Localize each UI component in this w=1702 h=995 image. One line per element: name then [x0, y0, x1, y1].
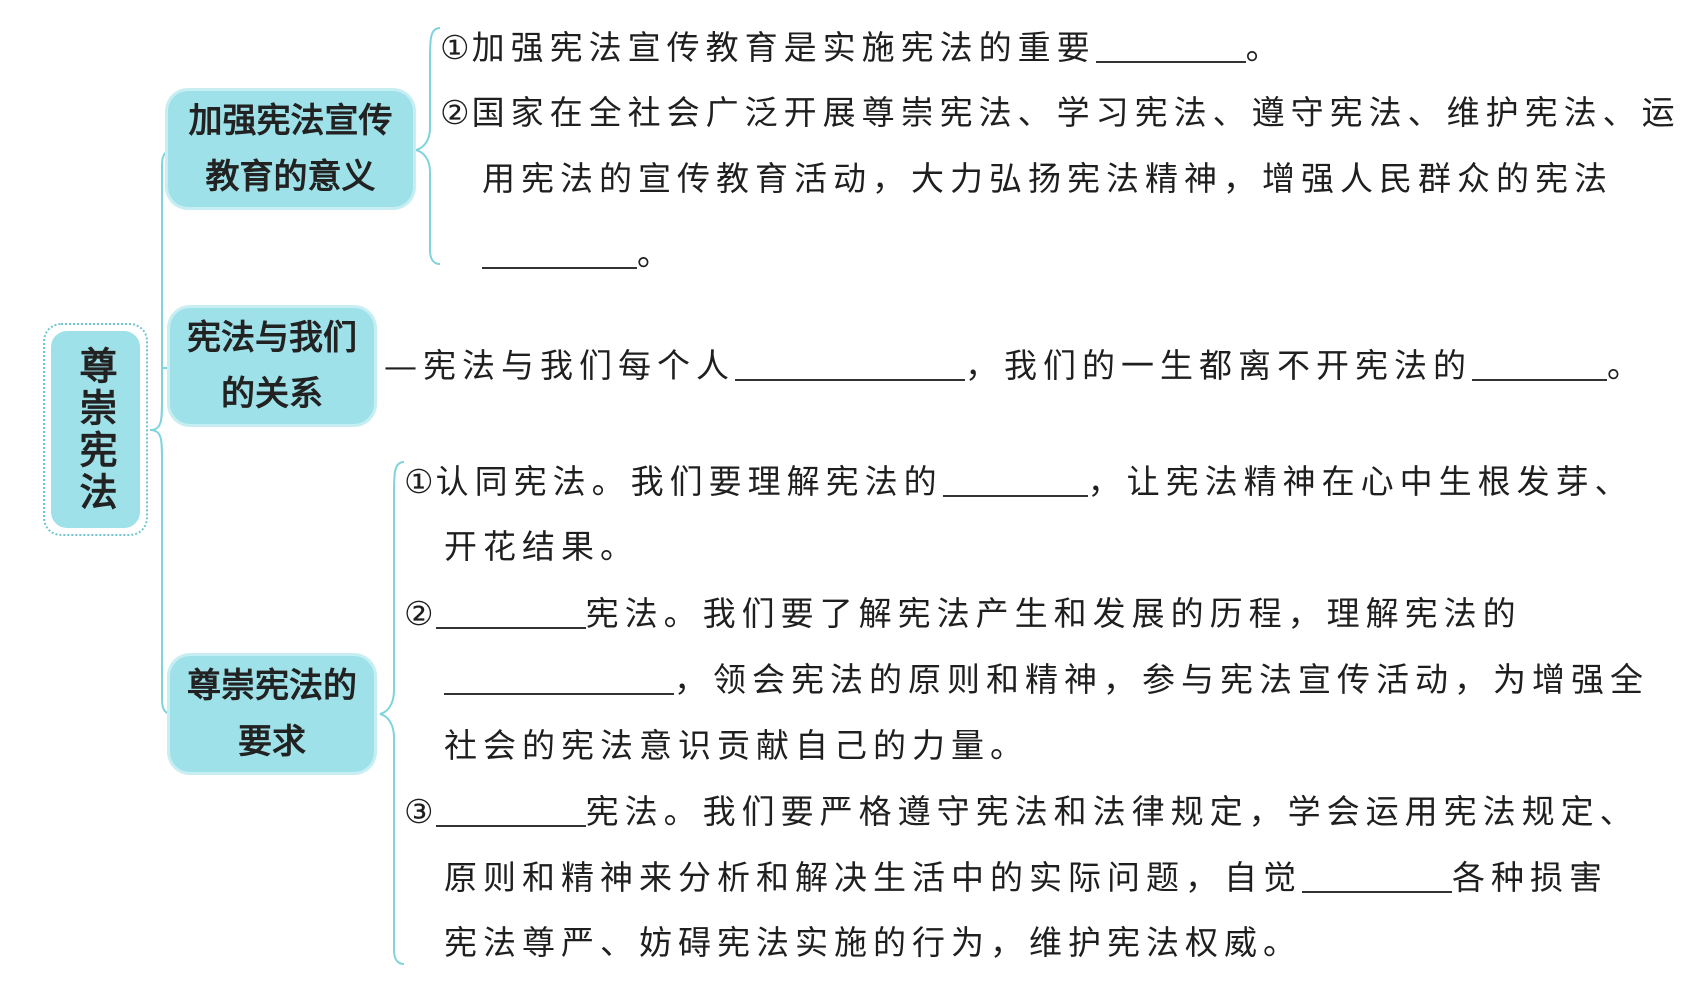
root-node: 尊崇宪法 [51, 331, 140, 528]
significance-item2-line3: 。 [482, 234, 676, 274]
requirements-item1-text2: ，让宪法精神在心中生根发芽、 [1087, 462, 1634, 501]
requirements-item3-text1: 宪法。我们要严格遵守宪法和法律规定，学会运用宪法规定、 [585, 792, 1639, 831]
punctuation: 。 [1607, 346, 1646, 385]
significance-item2-line2: 用宪法的宣传教育活动，大力弘扬宪法精神，增强人民群众的宪法 [482, 159, 1613, 199]
blank-field[interactable] [1095, 31, 1246, 63]
punctuation: 。 [1245, 28, 1285, 67]
item-number: ③ [404, 792, 434, 831]
node-significance: 加强宪法宣传 教育的意义 [168, 91, 413, 207]
relation-text2: ，我们的一生都离不开宪法的 [965, 346, 1472, 385]
node-requirements-line1: 尊崇宪法的 [187, 666, 357, 706]
root-title: 尊崇宪法 [73, 345, 117, 514]
blank-field[interactable] [482, 237, 637, 269]
blank-field[interactable] [1302, 861, 1452, 893]
requirements-item2-text1: 宪法。我们要了解宪法产生和发展的历程，理解宪法的 [585, 594, 1522, 633]
item-number: ① [404, 462, 434, 501]
item-number: ① [440, 28, 470, 67]
significance-item2-line1: ②国家在全社会广泛开展尊崇宪法、学习宪法、遵守宪法、维护宪法、运 [440, 93, 1681, 133]
requirements-item3-text2: 原则和精神来分析和解决生活中的实际问题，自觉 [444, 858, 1302, 897]
significance-item2-text2: 用宪法的宣传教育活动，大力弘扬宪法精神，增强人民群众的宪法 [482, 159, 1613, 198]
node-relation-line1: 宪法与我们 [187, 318, 357, 358]
item-number: ② [404, 594, 434, 633]
requirements-item2-text2: ，领会宪法的原则和精神，参与宪法宣传活动，为增强全 [674, 660, 1649, 699]
blank-field[interactable] [735, 349, 965, 381]
requirements-item1-text1: 认同宪法。我们要理解宪法的 [435, 462, 943, 501]
requirements-item2-line2: ，领会宪法的原则和精神，参与宪法宣传活动，为增强全 [444, 660, 1649, 700]
relation-dash: — [384, 346, 423, 385]
node-significance-line2: 教育的意义 [205, 157, 376, 197]
relation-text1: 宪法与我们每个人 [423, 346, 735, 385]
node-significance-line1: 加强宪法宣传 [188, 101, 393, 141]
item-number: ② [440, 93, 470, 132]
requirements-item1-line1: ①认同宪法。我们要理解宪法的 ，让宪法精神在心中生根发芽、 [404, 462, 1634, 502]
requirements-item3-text3: 各种损害 [1452, 858, 1608, 897]
significance-item1: ①加强宪法宣传教育是实施宪法的重要 。 [440, 28, 1285, 68]
blank-field[interactable] [942, 465, 1088, 497]
significance-item2-text1: 国家在全社会广泛开展尊崇宪法、学习宪法、遵守宪法、维护宪法、运 [471, 93, 1681, 132]
requirements-item2-line3: 社会的宪法意识贡献自己的力量。 [444, 726, 1029, 766]
node-relation: 宪法与我们 的关系 [170, 308, 374, 424]
node-requirements-line2: 要求 [238, 722, 306, 762]
node-relation-line2: 的关系 [221, 374, 323, 414]
punctuation: 。 [637, 234, 676, 273]
requirements-item3-line2: 原则和精神来分析和解决生活中的实际问题，自觉 各种损害 [444, 858, 1608, 898]
blank-field[interactable] [1472, 349, 1607, 381]
root-node-border [43, 323, 148, 536]
requirements-item3-line3: 宪法尊严、妨碍宪法实施的行为，维护宪法权威。 [444, 923, 1302, 963]
relation-sentence: —宪法与我们每个人 ，我们的一生都离不开宪法的 。 [384, 346, 1646, 386]
node-requirements: 尊崇宪法的 要求 [170, 656, 374, 772]
blank-field[interactable] [435, 795, 586, 827]
requirements-item1-line2: 开花结果。 [444, 527, 639, 567]
requirements-item1-text3: 开花结果。 [444, 527, 639, 566]
significance-item1-text: 加强宪法宣传教育是实施宪法的重要 [471, 28, 1096, 67]
blank-field[interactable] [444, 663, 674, 695]
requirements-item3-line1: ③ 宪法。我们要严格遵守宪法和法律规定，学会运用宪法规定、 [404, 792, 1639, 832]
requirements-item2-text3: 社会的宪法意识贡献自己的力量。 [444, 726, 1029, 765]
blank-field[interactable] [435, 597, 586, 629]
requirements-item3-text4: 宪法尊严、妨碍宪法实施的行为，维护宪法权威。 [444, 923, 1302, 962]
requirements-item2-line1: ② 宪法。我们要了解宪法产生和发展的历程，理解宪法的 [404, 594, 1522, 634]
